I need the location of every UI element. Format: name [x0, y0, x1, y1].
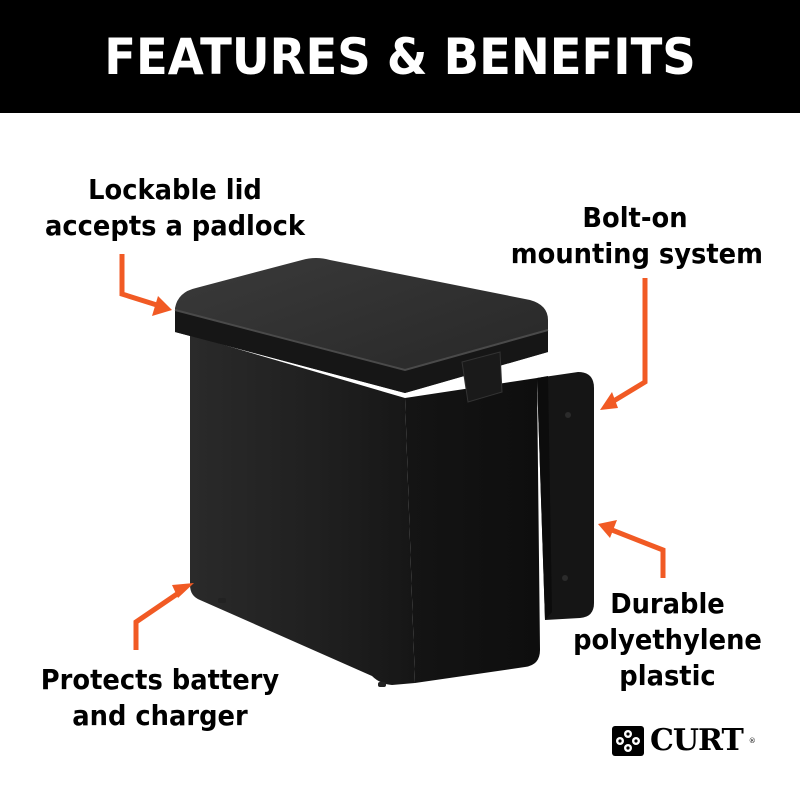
- arrow-bolt-on: [610, 278, 648, 405]
- page-title: FEATURES & BENEFITS: [104, 27, 696, 86]
- callout-line: Protects battery: [40, 663, 280, 696]
- callout-line: Durable: [610, 587, 725, 620]
- arrow-durable: [611, 527, 666, 578]
- callout-protects: Protects battery and charger: [36, 662, 284, 734]
- arrow-protects: [133, 589, 182, 650]
- callout-line: plastic: [619, 659, 716, 692]
- callout-line: and charger: [72, 699, 248, 732]
- callout-line: Lockable lid: [88, 173, 262, 206]
- callout-lockable-lid: Lockable lid accepts a padlock: [42, 172, 309, 244]
- callout-line: polyethylene: [573, 623, 762, 656]
- arrow-lockable-lid: [119, 254, 161, 309]
- registered-mark: ®: [748, 737, 756, 745]
- header-banner: FEATURES & BENEFITS: [0, 0, 800, 113]
- callout-durable: Durable polyethylene plastic: [569, 586, 767, 694]
- callout-line: accepts a padlock: [44, 209, 305, 242]
- callout-line: Bolt-on: [582, 201, 688, 234]
- brand-logo: CURT ®: [612, 726, 756, 756]
- callout-bolt-on: Bolt-on mounting system: [510, 200, 763, 272]
- battery-box-image: [174, 258, 594, 687]
- callout-line: mounting system: [510, 237, 763, 270]
- brand-name: CURT: [650, 723, 744, 758]
- curt-logo-icon: [612, 726, 644, 756]
